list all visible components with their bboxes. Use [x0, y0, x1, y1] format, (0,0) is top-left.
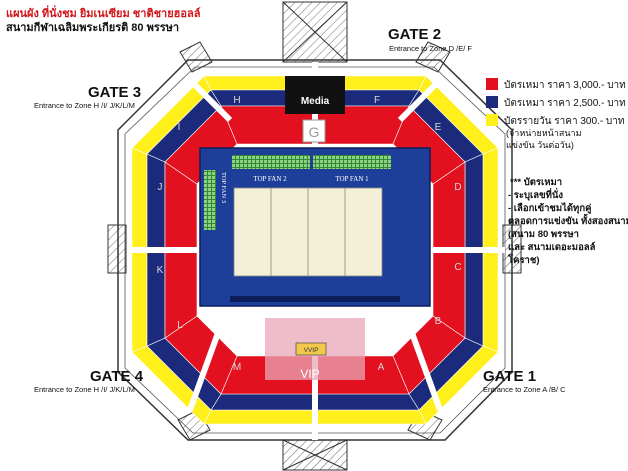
top-fan-1-block — [313, 155, 391, 169]
legend-note-line1: (จำหน่ายหน้าสนาม — [506, 128, 582, 138]
top-fan-3-label: TOP FAN 3 — [220, 172, 227, 203]
gate-structure-left — [107, 224, 127, 274]
aisle-4 — [187, 77, 233, 123]
legend-swatch-navy — [486, 96, 498, 108]
gate-1-label: GATE 1 — [483, 368, 537, 385]
gate-3-entrance: Entrance to Zone H /I/ J/K/L/M — [34, 101, 135, 110]
gate-1-entrance: Entrance to Zone A /B/ C — [483, 385, 566, 394]
legend-label-yellow: บัตรรายวัน ราคา 300.- บาท — [504, 116, 625, 127]
map-subtitle: สนามกีฬาเฉลิมพระเกียรติ 80 พรรษา — [6, 22, 180, 34]
vvip-label: VVIP — [304, 347, 319, 354]
gate-3-label: GATE 3 — [88, 84, 142, 101]
notes-line-6: โคราช) — [508, 255, 540, 266]
vip-label: VIP — [300, 367, 319, 381]
gate-4-entrance: Entrance to Zone H /I/ J/K/L/M — [34, 385, 135, 394]
gate-2-entrance: Entrance to Zone D /E/ F — [389, 44, 472, 53]
legend-label-red: บัตรเหมา ราคา 3,000.- บาท — [504, 80, 626, 91]
zone-g-box — [302, 119, 326, 143]
zone-label-l: L — [177, 320, 183, 331]
court-bottom-edge — [230, 296, 400, 302]
zone-label-b: B — [435, 316, 442, 327]
notes-line-5: และ สนามเดอะมอลล์ — [508, 242, 596, 253]
aisle-5 — [397, 77, 443, 123]
aisle-7 — [397, 298, 443, 412]
gate-4-label: GATE 4 — [90, 368, 144, 385]
notes-line-3: ตลอดการแข่งขัน ทั้งสองสนาม — [508, 216, 628, 227]
gate-corner-nw — [179, 41, 213, 73]
arena-inner-wall — [124, 66, 506, 434]
zone-label-m: M — [233, 362, 241, 373]
vvip-box — [295, 342, 327, 356]
notes-line-2: - เลือกเข้าชมได้ทุกคู่ — [508, 203, 592, 214]
aisle-6 — [187, 298, 233, 412]
ring-red-seg-7 — [164, 105, 238, 185]
legend-label-navy: บัตรเหมา ราคา 2,500.- บาท — [504, 98, 626, 109]
zone-label-d: D — [454, 182, 461, 193]
zone-label-f: F — [374, 95, 380, 106]
media-label: Media — [301, 96, 330, 107]
zone-label-c: C — [454, 262, 461, 273]
zone-label-h: H — [233, 95, 240, 106]
top-fan-2-block — [232, 155, 310, 169]
legend-swatch-yellow — [486, 114, 498, 126]
gate-structure-top — [282, 1, 348, 63]
gate-2-label: GATE 2 — [388, 26, 442, 43]
map-title: แผนผัง ที่นั่งชม ยิมเนเซียม ชาติชายฮอลล์ — [6, 8, 201, 20]
legend-swatch-red — [486, 78, 498, 90]
zone-label-k: K — [157, 265, 164, 276]
notes-line-4: (สนาม 80 พรรษา — [508, 229, 579, 240]
top-fan-1-label: TOP FAN 1 — [335, 175, 369, 183]
notes-heading: *** บัตรเหมา — [510, 177, 563, 188]
top-fan-2-label: TOP FAN 2 — [253, 175, 287, 183]
media-box — [285, 76, 345, 114]
zone-letters: A B C D E F H I J K L M — [157, 95, 462, 373]
gate-structure-bottom — [282, 439, 348, 471]
gate-corner-ne — [415, 41, 451, 73]
zone-label-j: J — [158, 182, 163, 193]
legend-note-line2: แข่งขัน วันต่อวัน) — [506, 140, 574, 150]
zone-label-i: I — [178, 122, 181, 133]
zone-label-e: E — [435, 122, 442, 133]
zone-label-a: A — [378, 362, 385, 373]
zone-g-label: G — [309, 124, 320, 140]
notes-line-1: - ระบุเลขที่นั่ง — [508, 190, 563, 201]
top-fan-3-block — [204, 170, 216, 230]
